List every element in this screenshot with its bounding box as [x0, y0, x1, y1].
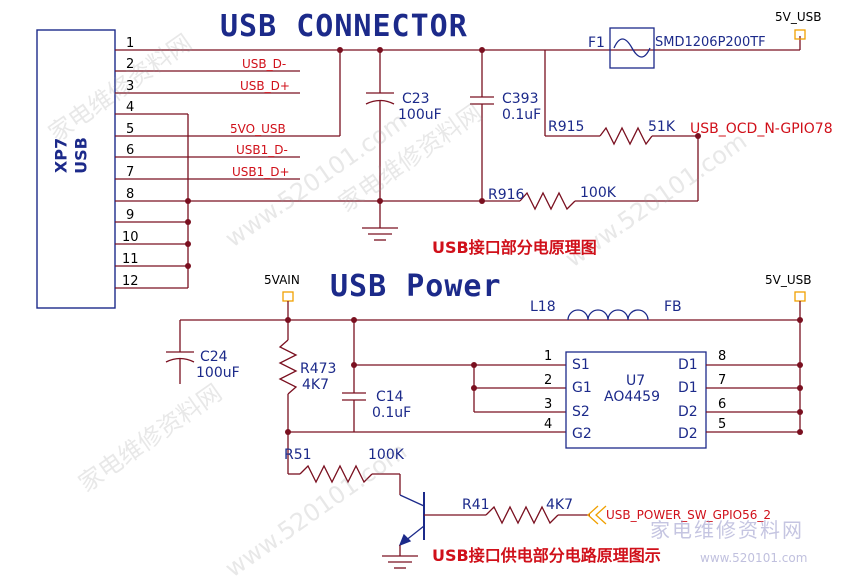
u7-num-3: 3 [544, 397, 553, 412]
title-usb-power: USB Power [330, 269, 502, 304]
u7-num-7: 7 [718, 373, 727, 388]
net-usb-d-minus: USB_D- [242, 57, 287, 71]
u7-num-1: 1 [544, 349, 553, 364]
r51-value: 100K [368, 447, 404, 463]
r915-value: 51K [648, 119, 675, 135]
connector-name: USB [71, 137, 91, 174]
pin-number: 1 [126, 36, 135, 51]
r916-value: 100K [580, 185, 616, 201]
r41-ref: R41 [462, 497, 490, 513]
f1-value: SMD1206P200TF [655, 35, 766, 50]
r473-ref: R473 [300, 361, 337, 377]
u7-pin-d2b: D2 [678, 426, 698, 442]
c393-ref: C393 [502, 91, 539, 107]
l18-ref: L18 [530, 299, 556, 315]
pin-number: 5 [126, 122, 135, 137]
c14-value: 0.1uF [372, 405, 412, 421]
connector-body [36, 29, 116, 309]
connector-ref: XP7 [51, 137, 71, 174]
u7-pin-s2: S2 [572, 404, 590, 420]
pin-number: 10 [122, 230, 139, 245]
pin-number: 6 [126, 143, 135, 158]
u7-num-8: 8 [718, 349, 727, 364]
c24-ref: C24 [200, 349, 228, 365]
c23-value: 100uF [398, 107, 442, 123]
u7-num-2: 2 [544, 373, 553, 388]
pin-number: 11 [122, 252, 139, 267]
c23-ref: C23 [402, 91, 430, 107]
pin-number: 2 [126, 57, 135, 72]
u7-pin-d1b: D1 [678, 380, 698, 396]
pin-number: 3 [126, 79, 135, 94]
u7-value: AO4459 [604, 389, 660, 405]
u7-pin-d1a: D1 [678, 357, 698, 373]
u7-ref: U7 [626, 373, 646, 389]
u7-num-4: 4 [544, 417, 553, 432]
net-usb-d-plus: USB_D+ [240, 79, 290, 93]
u7-pin-d2a: D2 [678, 404, 698, 420]
site-logo-cn: 家电维修资料网 [650, 518, 804, 542]
caption-connector-cn: USB接口部分电原理图 [432, 238, 597, 257]
fuse-f1 [609, 27, 655, 69]
pin-number: 8 [126, 187, 135, 202]
vain-label: 5VAIN [264, 273, 300, 287]
net-usb-power-sw: USB_POWER_SW_GPIO56_2 [606, 508, 772, 522]
r41-value: 4K7 [546, 497, 573, 513]
pin-number: 7 [126, 165, 135, 180]
caption-power-cn: USB接口供电部分电路原理图示 [432, 546, 661, 565]
u7-pin-s1: S1 [572, 357, 590, 373]
site-logo-url: www.520101.com [700, 551, 808, 565]
c24-value: 100uF [196, 365, 240, 381]
u7-body [565, 351, 707, 449]
r915-ref: R915 [548, 119, 585, 135]
u7-num-6: 6 [718, 397, 727, 412]
r51-ref: R51 [284, 447, 312, 463]
c393-value: 0.1uF [502, 107, 542, 123]
net-usb1-d-minus: USB1_D- [236, 143, 288, 157]
pin-number: 9 [126, 208, 135, 223]
r916-ref: R916 [488, 187, 525, 203]
r473-value: 4K7 [302, 377, 329, 393]
u7-pin-g2: G2 [572, 426, 592, 442]
pin-number: 4 [126, 100, 135, 115]
l18-value: FB [664, 299, 682, 315]
power-5v-usb-label: 5V_USB [765, 273, 812, 287]
u7-num-5: 5 [718, 417, 727, 432]
top-5v-usb-label: 5V_USB [775, 10, 822, 24]
title-usb-connector: USB CONNECTOR [220, 9, 468, 44]
net-5vo-usb: 5VO_USB [230, 122, 286, 136]
u7-pin-g1: G1 [572, 380, 592, 396]
net-usb-ocd: USB_OCD_N-GPIO78 [690, 121, 833, 137]
net-usb1-d-plus: USB1_D+ [232, 165, 290, 179]
pin-number: 12 [122, 274, 139, 289]
c14-ref: C14 [376, 389, 404, 405]
f1-ref: F1 [588, 35, 605, 51]
